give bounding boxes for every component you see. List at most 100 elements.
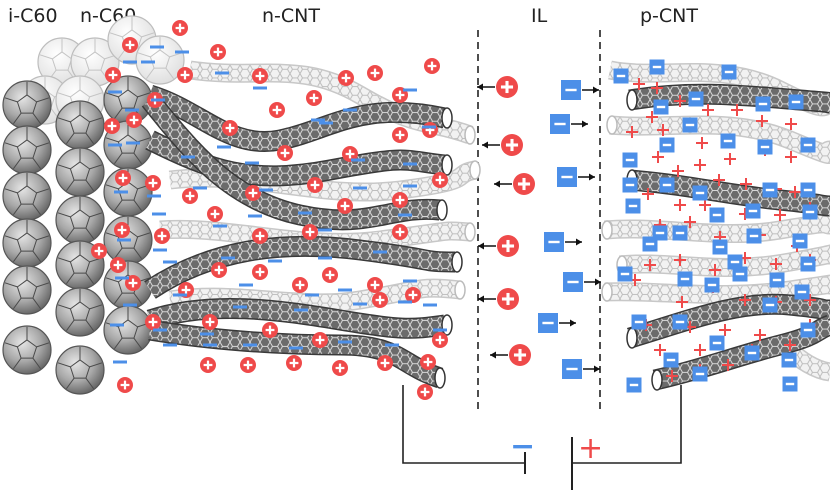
anion-icon [653,99,669,115]
hole-icon [651,82,663,94]
anion-icon [649,59,665,75]
cation-icon [367,65,383,81]
battery-minus-sign: − [510,429,535,464]
cation-icon [497,235,519,257]
anion-icon [762,182,778,198]
hole-icon [666,370,678,382]
drift-arrow [482,141,500,149]
carbon-nanotube-icon [601,274,830,305]
cation-icon [302,224,318,240]
c60-fullerene-icon [135,35,185,85]
cation-icon [420,354,436,370]
anion-icon [762,297,778,313]
drift-arrow [559,319,576,327]
cation-icon [110,257,126,273]
anion-icon [745,203,761,219]
cation-icon [91,243,107,259]
wire-negative [402,385,525,464]
cation-icon [210,44,226,60]
carbon-nanotube-icon [146,297,453,339]
cation-icon [392,192,408,208]
cation-icon [277,145,293,161]
hole-icon [674,95,686,107]
anion-icon [688,91,704,107]
hole-icon [644,259,656,271]
anion-icon [709,335,725,351]
anion-icon [672,314,688,330]
label-n-cnt: n-CNT [262,5,320,27]
anion-icon [682,117,698,133]
c60-fullerene-icon [2,265,52,315]
hole-icon [672,165,684,177]
cation-icon [497,288,519,310]
hole-icon [713,174,725,186]
cation-icon [222,120,238,136]
hole-icon [724,153,736,165]
cation-icon [286,355,302,371]
cation-icon [207,206,223,222]
cation-icon [422,122,438,138]
hole-icon [674,199,686,211]
hole-icon [722,359,734,371]
carbon-nanotube-icon [168,278,466,313]
hole-icon [719,324,731,336]
anion-icon [626,377,642,393]
hole-icon [739,294,751,306]
wire-positive [572,385,682,464]
anion-icon [788,94,804,110]
cation-icon [307,177,323,193]
drift-arrow [584,278,601,286]
drift-arrow [478,295,496,303]
cation-icon [145,175,161,191]
c60-fullerene-icon [55,287,105,337]
anion-icon [746,228,762,244]
cation-icon [337,198,353,214]
anion-icon [769,272,785,288]
hole-icon [789,186,801,198]
anion-icon [659,177,675,193]
hole-icon [756,115,768,127]
cation-icon [172,20,188,36]
anion-icon [800,137,816,153]
hole-icon [657,124,669,136]
anion-icon [727,254,743,270]
anion-icon [557,167,577,187]
cation-icon [240,357,256,373]
anion-icon [659,137,675,153]
carbon-nanotube-icon [626,169,830,217]
cation-icon [177,67,193,83]
anion-icon [561,80,581,100]
cation-icon [200,357,216,373]
cation-icon [252,68,268,84]
c60-fullerene-icon [2,325,52,375]
hole-icon [652,151,664,163]
anion-icon [757,139,773,155]
anion-icon [794,284,810,300]
drift-arrow [478,242,496,250]
hole-icon [774,209,786,221]
cation-icon [513,173,535,195]
anion-icon [613,68,629,84]
drift-arrow [477,83,495,91]
hole-icon [676,296,688,308]
cation-icon [432,332,448,348]
anion-icon [617,266,633,282]
c60-fullerene-icon [103,75,153,125]
cation-icon [312,332,328,348]
anion-icon [732,266,748,282]
battery-plus-sign: + [578,431,603,466]
hole-icon [804,294,816,306]
cation-icon [501,134,523,156]
cation-icon [338,70,354,86]
cation-icon [115,170,131,186]
carbon-nanotube-icon [146,84,453,152]
c60-fullerene-icon [103,305,153,355]
c60-fullerene-icon [2,171,52,221]
hole-icon [646,111,658,123]
cation-icon [405,287,421,303]
hole-icon [694,344,706,356]
hole-icon [785,151,797,163]
anion-icon [782,376,798,392]
